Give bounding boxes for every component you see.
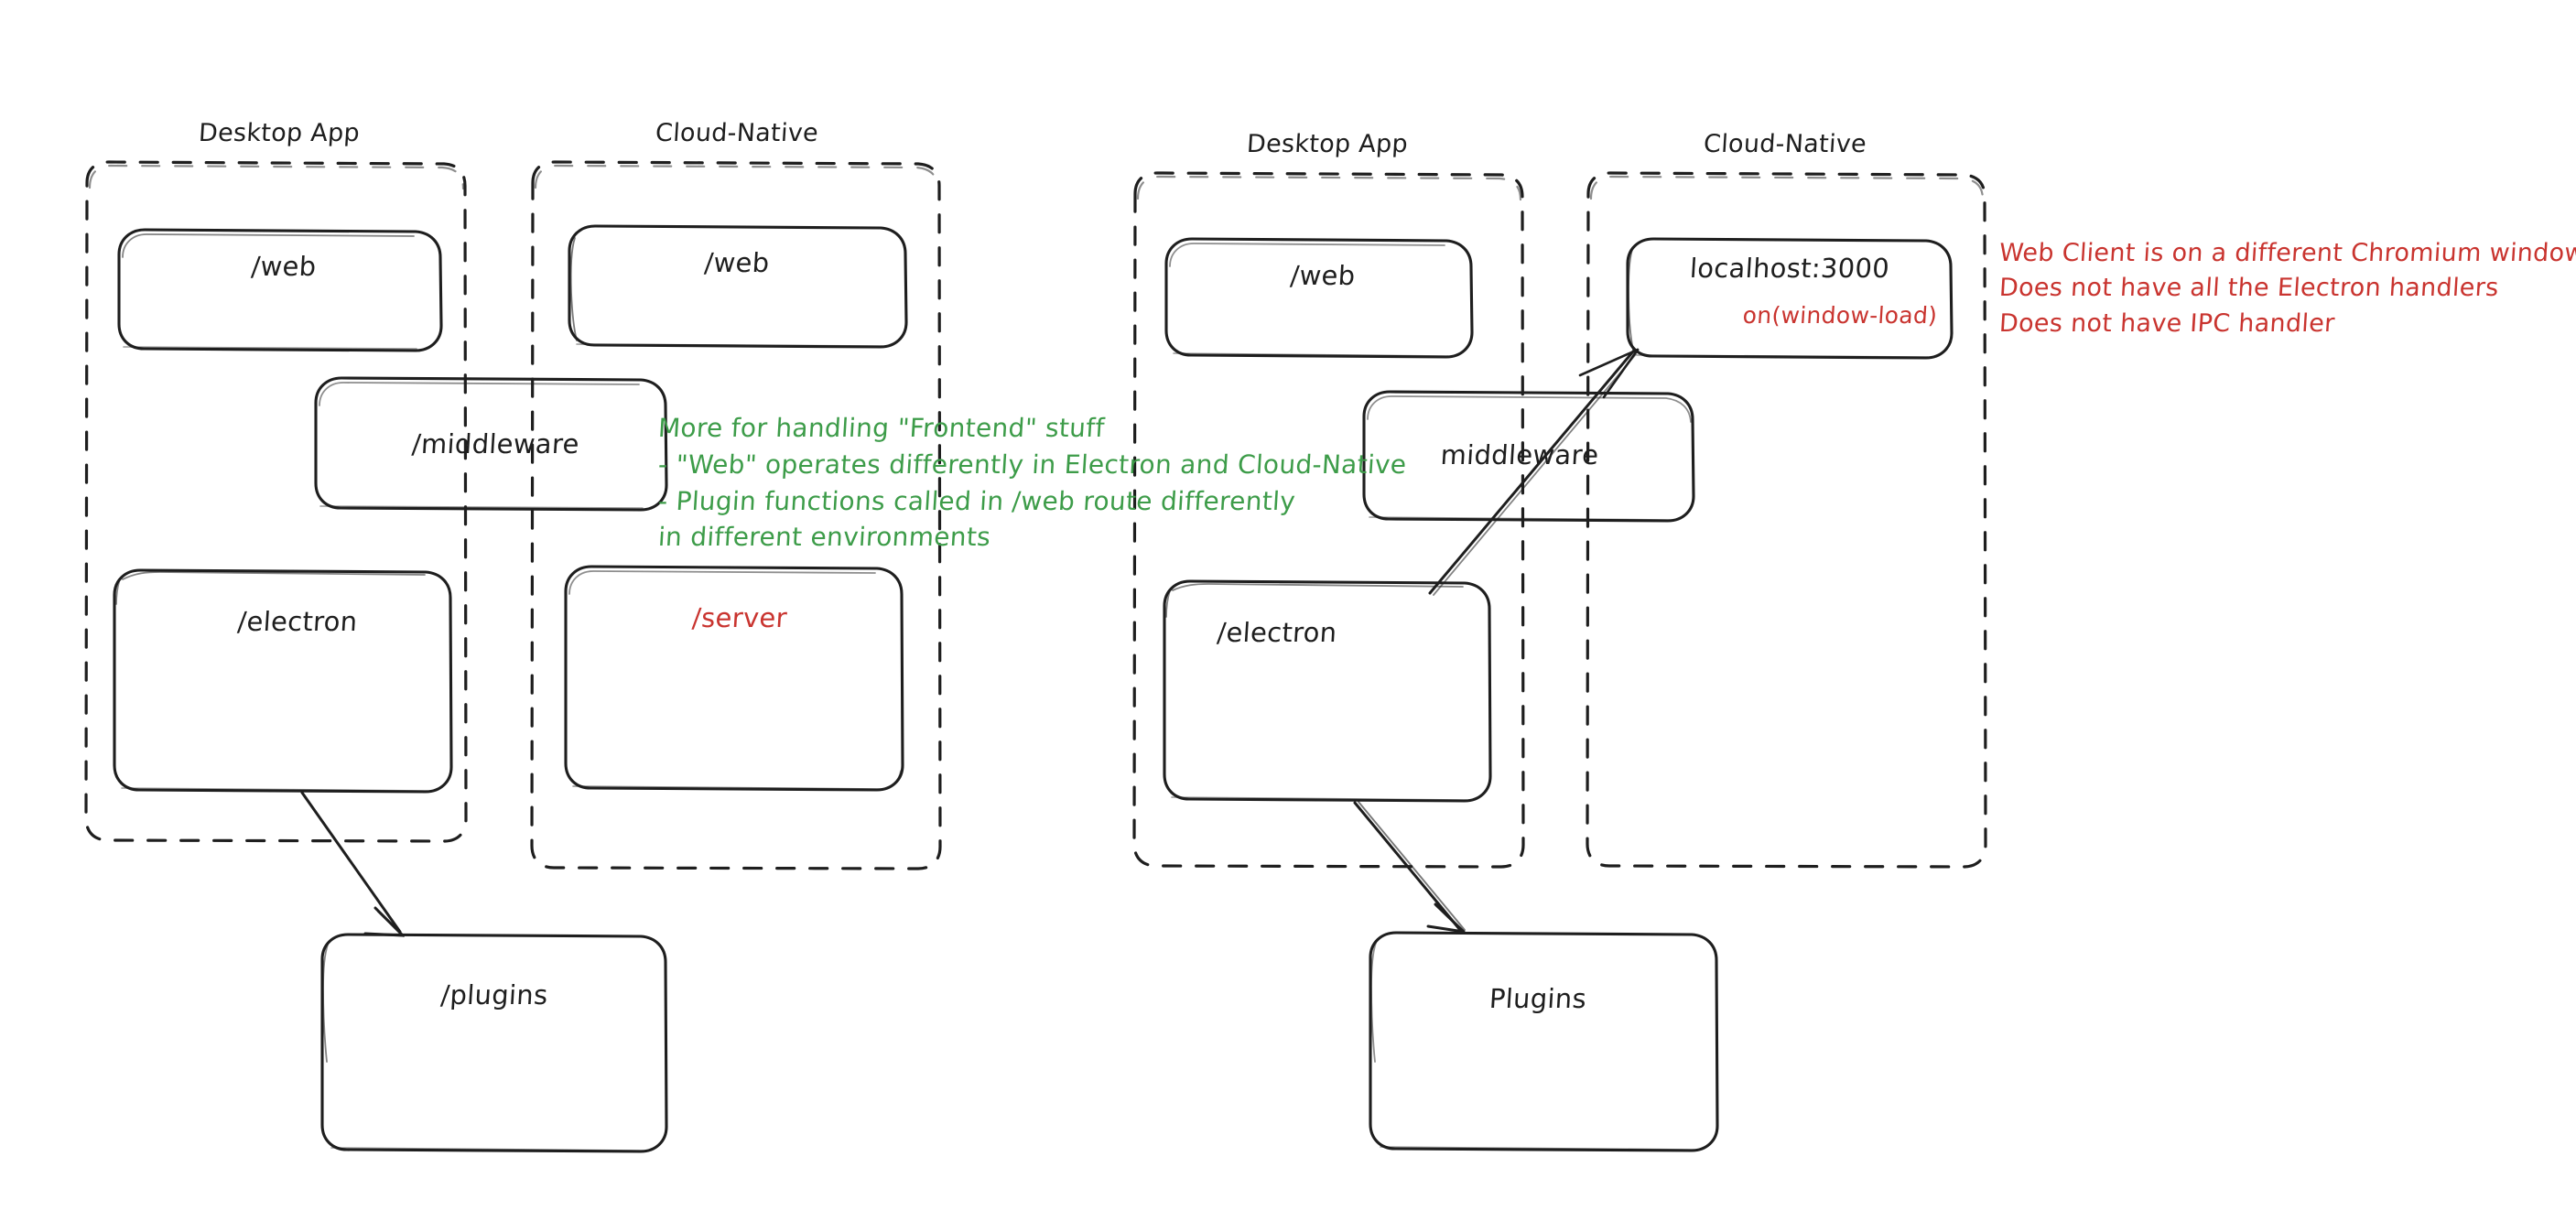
red-note-line-1: Web Client is on a different Chromium wi…	[1998, 239, 2576, 267]
right-box-label-middleware: middleware	[1439, 439, 1600, 470]
red-note-line-3: Does not have IPC handler	[1998, 308, 2336, 338]
left-group-label-desktop-app: Desktop App	[198, 119, 361, 147]
left-box-web-desktop	[117, 228, 443, 352]
left-box-label-server: /server	[691, 602, 788, 633]
right-group-cloud-native-border-sketch	[1589, 175, 1985, 201]
right-box-web	[1164, 237, 1474, 359]
green-annotation-note: More for handling "Frontend" stuff - "We…	[657, 410, 1408, 556]
right-group-desktop-app-border-sketch	[1136, 175, 1522, 201]
left-group-cloud-native-border-sketch	[534, 164, 939, 190]
green-note-line-4: in different environments	[657, 522, 992, 553]
right-box-electron	[1163, 579, 1492, 803]
right-box-sublabel-on-window-load: on(window-load)	[1741, 302, 1939, 329]
left-box-label-middleware: /middleware	[410, 428, 580, 459]
right-group-label-cloud-native: Cloud-Native	[1703, 130, 1867, 158]
green-note-line-2: - "Web" operates differently in Electron…	[657, 448, 1408, 480]
right-group-label-desktop-app: Desktop App	[1246, 130, 1409, 158]
left-box-label-web-cloud: /web	[703, 247, 771, 278]
right-box-plugins	[1369, 931, 1719, 1152]
green-note-line-1: More for handling "Frontend" stuff	[657, 413, 1106, 443]
left-group-label-cloud-native: Cloud-Native	[655, 119, 819, 147]
left-group-desktop-app-border-sketch	[88, 164, 465, 190]
right-box-label-plugins: Plugins	[1488, 983, 1588, 1014]
left-box-label-web-desktop: /web	[250, 251, 318, 282]
left-box-label-electron: /electron	[236, 606, 359, 637]
right-box-label-web: /web	[1289, 260, 1357, 291]
right-box-label-electron: /electron	[1216, 617, 1338, 648]
left-box-plugins	[320, 933, 668, 1153]
left-box-label-plugins: /plugins	[439, 979, 549, 1010]
left-box-web-cloud	[568, 224, 908, 349]
right-arrow-electron-to-plugins	[1353, 801, 1466, 934]
green-note-line-3: - Plugin functions called in /web route …	[657, 485, 1297, 516]
red-note-line-2: Does not have all the Electron handlers	[1998, 274, 2500, 303]
left-arrow-electron-to-plugins	[300, 791, 405, 937]
right-box-label-localhost: localhost:3000	[1688, 253, 1891, 284]
red-annotation-note: Web Client is on a different Chromium wi…	[1998, 236, 2576, 341]
